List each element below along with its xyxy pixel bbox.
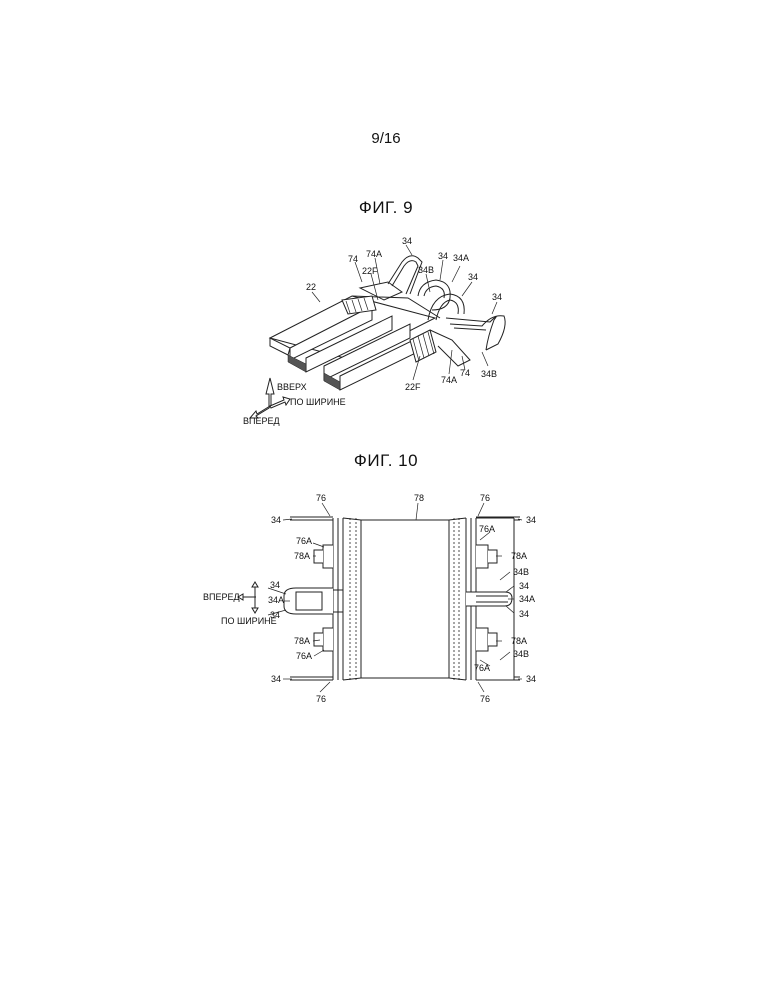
fig10-label-78A-r2: 78A — [511, 636, 527, 646]
fig10-label-76-tl: 76 — [316, 493, 326, 503]
fig9-label-22F-bottom: 22F — [405, 382, 421, 392]
fig9-label-74A-bottom: 74A — [441, 375, 457, 385]
fig10-label-76A-r2: 76A — [474, 663, 490, 673]
fig9-label-74A-top: 74A — [366, 249, 382, 259]
fig9-label-74-bottom: 74 — [460, 368, 470, 378]
fig10-label-34-tl: 34 — [271, 515, 281, 525]
fig9-label-22F-top: 22F — [362, 266, 378, 276]
fig9-label-34B-bottom: 34B — [481, 369, 497, 379]
fig9-label-22: 22 — [306, 282, 316, 292]
fig10-label-76-br: 76 — [480, 694, 490, 704]
fig10-label-78A-r1: 78A — [511, 551, 527, 561]
fig10-label-34-bl: 34 — [271, 674, 281, 684]
fig9-label-34B-top: 34B — [418, 265, 434, 275]
fig10-label-76A-l2: 76A — [296, 651, 312, 661]
fig9-label-34-d: 34 — [492, 292, 502, 302]
fig10-label-78A-l2: 78A — [294, 636, 310, 646]
axis-forward-label: ВПЕРЕД — [243, 416, 280, 426]
fig9-label-34-top: 34 — [402, 236, 412, 246]
fig10-label-34B-r1: 34B — [513, 567, 529, 577]
fig10-label-76A-r1: 76A — [479, 524, 495, 534]
fig10-label-34A-m: 34A — [268, 595, 284, 605]
fig9-label-34-b: 34 — [438, 251, 448, 261]
fig10-label-78A-l1: 78A — [294, 551, 310, 561]
fig10-label-76A-l1: 76A — [296, 536, 312, 546]
fig10-label-34B-r2: 34B — [513, 649, 529, 659]
fig10-label-78: 78 — [414, 493, 424, 503]
fig9-axis-indicator: ВВЕРХ ПО ШИРИНЕ ВПЕРЕД — [243, 378, 346, 426]
fig9-label-74-top: 74 — [348, 254, 358, 264]
fig10-axis-indicator: ВПЕРЕД ПО ШИРИНЕ — [203, 582, 277, 626]
fig10-label-34A-r: 34A — [519, 594, 535, 604]
fig10-label-34-r1: 34 — [519, 581, 529, 591]
fig10-label-34-m1: 34 — [270, 580, 280, 590]
axis-width-label: ПО ШИРИНЕ — [290, 397, 346, 407]
fig9-label-34-c: 34 — [468, 272, 478, 282]
fig10-label-34-tr: 34 — [526, 515, 536, 525]
axis-up-label: ВВЕРХ — [277, 382, 307, 392]
fig10-axis-width-label: ПО ШИРИНЕ — [221, 616, 277, 626]
fig10-label-34-br: 34 — [526, 674, 536, 684]
fig9-label-34A: 34A — [453, 253, 469, 263]
fig10-label-76-bl: 76 — [316, 694, 326, 704]
figure-10-drawing: 76 78 76 34 34 76A 78A 76A 78A 34B 34 34… — [203, 493, 536, 704]
fig10-axis-forward-label: ВПЕРЕД — [203, 592, 240, 602]
fig10-label-34-r2: 34 — [519, 609, 529, 619]
fig10-label-76-tr: 76 — [480, 493, 490, 503]
figure-9-drawing: 34 74 74A 34 34A 22 22F 34B 34 34 22F 74… — [243, 236, 505, 426]
